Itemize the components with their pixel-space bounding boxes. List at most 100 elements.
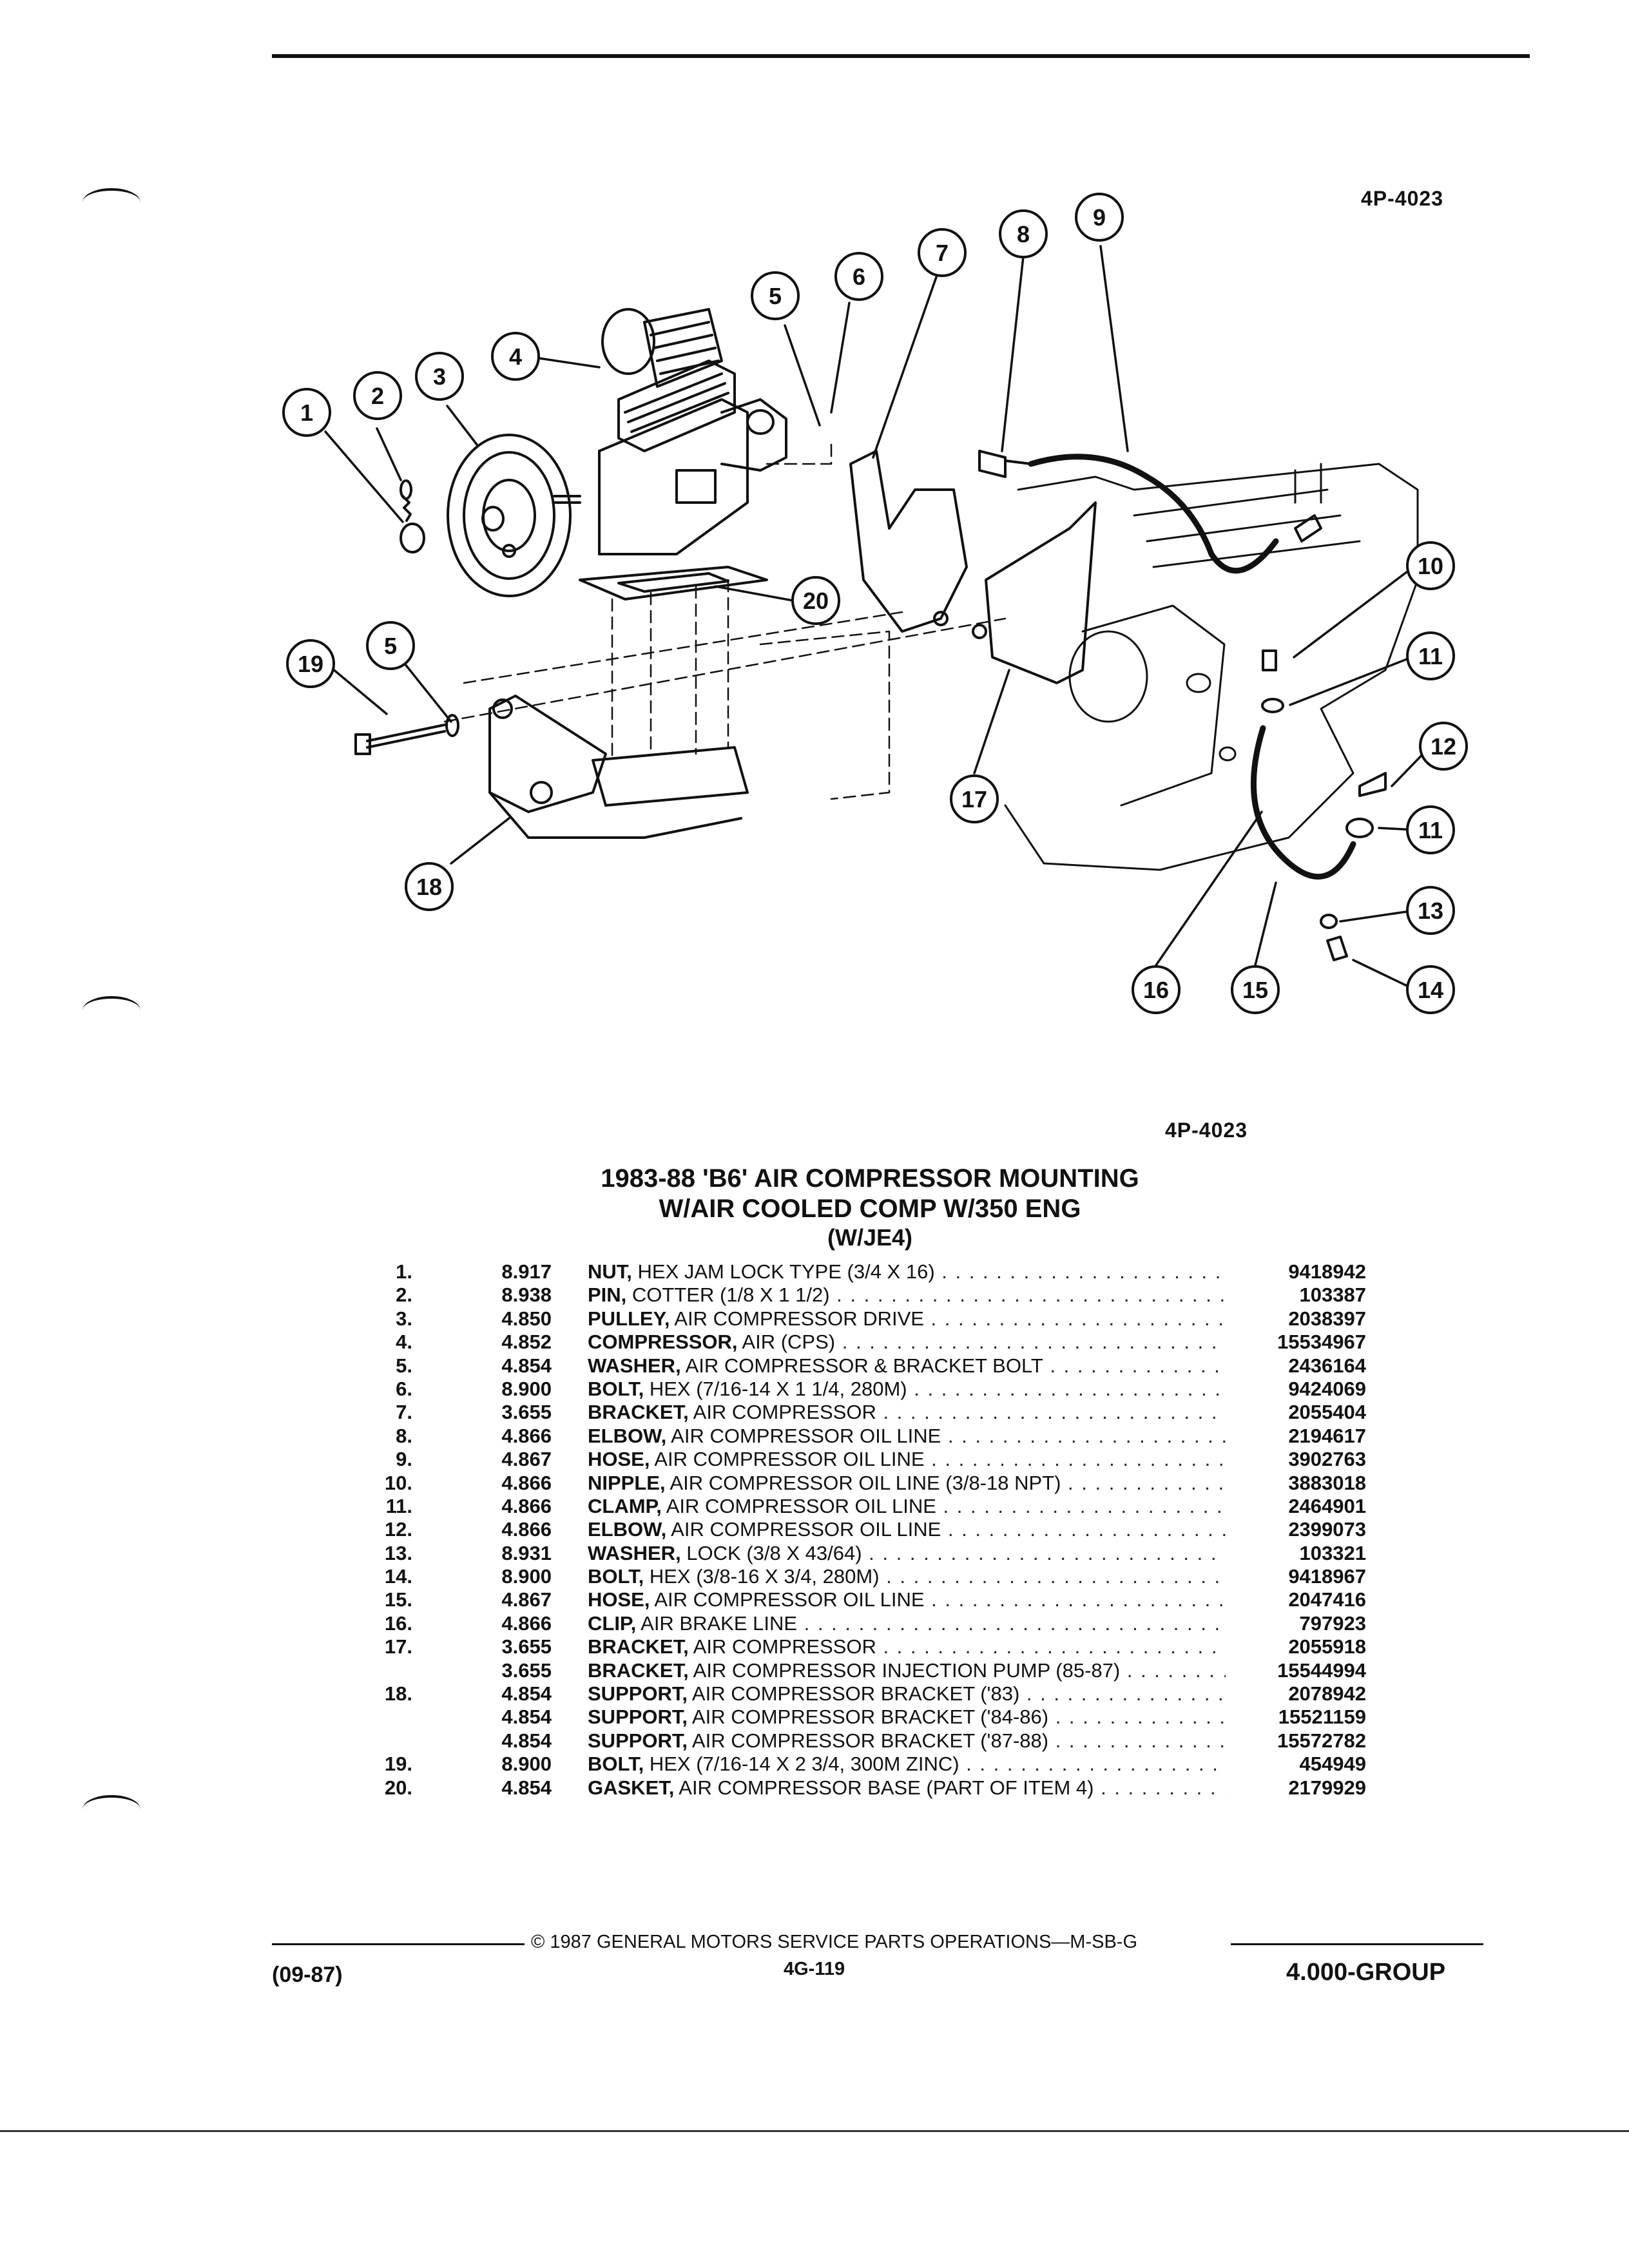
part-description: NIPPLE, AIR COMPRESSOR OIL LINE (3/8-18 … <box>588 1472 1226 1495</box>
part-keyword: BOLT, <box>588 1377 644 1400</box>
part-keyword: BRACKET, <box>588 1635 689 1658</box>
part-detail: AIR COMPRESSOR DRIVE <box>670 1307 924 1330</box>
item-number: 12. <box>384 1518 412 1541</box>
callout-circle <box>1406 886 1455 935</box>
footer-rule-right <box>1231 1943 1483 1945</box>
footer-group: 4.000-GROUP <box>1286 1959 1446 1986</box>
part-detail: AIR COMPRESSOR <box>688 1635 876 1658</box>
group-number: 4.852 <box>501 1331 552 1354</box>
callout-9: 9 <box>1075 193 1124 242</box>
item-number: 2. <box>396 1283 412 1307</box>
leader-dots: . . . . . . . . . . . . . . . . . . . . … <box>842 1331 1226 1354</box>
part-number: 15534967 <box>1277 1331 1366 1354</box>
footer-copyright: © 1987 GENERAL MOTORS SERVICE PARTS OPER… <box>531 1932 1137 1952</box>
part-keyword: BOLT, <box>588 1753 644 1776</box>
callout-label: 18 <box>416 874 442 900</box>
part-number: 2055918 <box>1288 1635 1366 1658</box>
item-number: 7. <box>396 1401 412 1424</box>
leader-dots: . . . . . . . . . . . . . . . . . . . . … <box>869 1541 1226 1564</box>
leader-dots: . . . . . . . . . . . . . . . . . . . . … <box>883 1635 1226 1658</box>
callout-label: 2 <box>371 383 384 409</box>
callout-11: 11 <box>1406 805 1455 854</box>
footer-rule-left <box>272 1943 525 1945</box>
item-number: 17. <box>384 1635 412 1658</box>
callout-label: 8 <box>1017 221 1030 247</box>
group-number: 8.917 <box>501 1260 552 1283</box>
part-number: 2436164 <box>1288 1354 1366 1377</box>
leader-dots: . . . . . . . . . . . . . . . . . . . . … <box>1026 1682 1226 1706</box>
leader-dots: . . . . . . . . . . . . . . . . . . . . … <box>1101 1776 1226 1799</box>
item-number: 19. <box>384 1753 412 1776</box>
callout-circle <box>1406 631 1455 680</box>
leader-dots: . . . . . . . . . . . . . . . . . . . . … <box>930 1307 1226 1330</box>
title-line-1: 1983-88 'B6' AIR COMPRESSOR MOUNTING <box>601 1164 1139 1193</box>
part-description: SUPPORT, AIR COMPRESSOR BRACKET ('84-86)… <box>588 1706 1226 1729</box>
callout-circle <box>1406 541 1455 590</box>
callout-circle <box>1419 722 1468 771</box>
callout-circle <box>286 639 335 688</box>
part-description: PIN, COTTER (1/8 X 1 1/2) . . . . . . . … <box>588 1283 1226 1307</box>
item-number: 4. <box>396 1331 412 1354</box>
part-description: COMPRESSOR, AIR (CPS) . . . . . . . . . … <box>588 1331 1226 1354</box>
part-keyword: BRACKET, <box>588 1658 689 1682</box>
group-number: 4.866 <box>501 1518 552 1541</box>
leader-dots: . . . . . . . . . . . . . . . . . . . . … <box>943 1494 1226 1517</box>
callout-label: 11 <box>1418 817 1443 843</box>
nut-and-pin-drawing <box>400 479 425 553</box>
part-number: 2179929 <box>1288 1776 1366 1799</box>
leader-dots: . . . . . . . . . . . . . . . . . . . . … <box>931 1448 1226 1471</box>
callout-leader-lines <box>324 245 1432 991</box>
part-detail: AIR COMPRESSOR BRACKET ('83) <box>688 1682 1020 1706</box>
pulley-drawing <box>447 434 572 597</box>
part-number: 3902763 <box>1288 1448 1366 1471</box>
group-number: 4.867 <box>501 1448 552 1471</box>
group-number: 4.854 <box>501 1354 552 1377</box>
callout-label: 12 <box>1431 733 1456 760</box>
group-number: 8.931 <box>501 1541 552 1564</box>
callout-label: 5 <box>384 633 397 659</box>
callout-label: 14 <box>1418 977 1443 1003</box>
part-detail: LOCK (3/8 X 43/64) <box>680 1541 862 1564</box>
callout-label: 4 <box>509 343 522 370</box>
part-description: HOSE, AIR COMPRESSOR OIL LINE . . . . . … <box>588 1448 1226 1471</box>
item-number: 14. <box>384 1565 412 1588</box>
callout-circle <box>1406 805 1455 854</box>
title-line-3: (W/JE4) <box>827 1224 912 1251</box>
parts-row: 12. 4.866 ELBOW, AIR COMPRESSOR OIL LINE .… <box>361 1518 1366 1541</box>
item-number: 9. <box>396 1448 412 1471</box>
callout-5: 5 <box>366 621 415 670</box>
part-keyword: ELBOW, <box>588 1424 667 1447</box>
part-number: 15572782 <box>1277 1729 1366 1752</box>
callout-circle <box>405 862 454 911</box>
part-keyword: HOSE, <box>588 1448 650 1471</box>
callout-19: 19 <box>286 639 335 688</box>
callout-13: 13 <box>1406 886 1455 935</box>
callout-3: 3 <box>415 352 464 401</box>
oil-line-fittings-drawing <box>978 450 1387 961</box>
item-number: 11. <box>385 1494 412 1517</box>
callout-label: 13 <box>1418 898 1443 924</box>
leader-dots: . . . . . . . . . . . . . . . . . . . . … <box>947 1518 1226 1541</box>
callout-label: 11 <box>1418 643 1443 669</box>
item-number: 20. <box>384 1776 412 1799</box>
part-keyword: SUPPORT, <box>588 1729 688 1752</box>
leader-dots: . . . . . . . . . . . . . . . . . . . . … <box>1055 1706 1226 1729</box>
part-description: ELBOW, AIR COMPRESSOR OIL LINE . . . . .… <box>588 1518 1226 1541</box>
callout-5: 5 <box>751 271 800 320</box>
callout-circle <box>1132 965 1181 1014</box>
leader-dots: . . . . . . . . . . . . . . . . . . . . … <box>931 1588 1226 1611</box>
callout-circle <box>1406 965 1455 1014</box>
part-detail: HEX (7/16-14 X 1 1/4, 280M) <box>644 1377 907 1400</box>
part-keyword: SUPPORT, <box>588 1682 688 1706</box>
part-detail: AIR BRAKE LINE <box>636 1611 798 1635</box>
part-number: 2055404 <box>1288 1401 1366 1424</box>
part-description: GASKET, AIR COMPRESSOR BASE (PART OF ITE… <box>588 1776 1226 1800</box>
